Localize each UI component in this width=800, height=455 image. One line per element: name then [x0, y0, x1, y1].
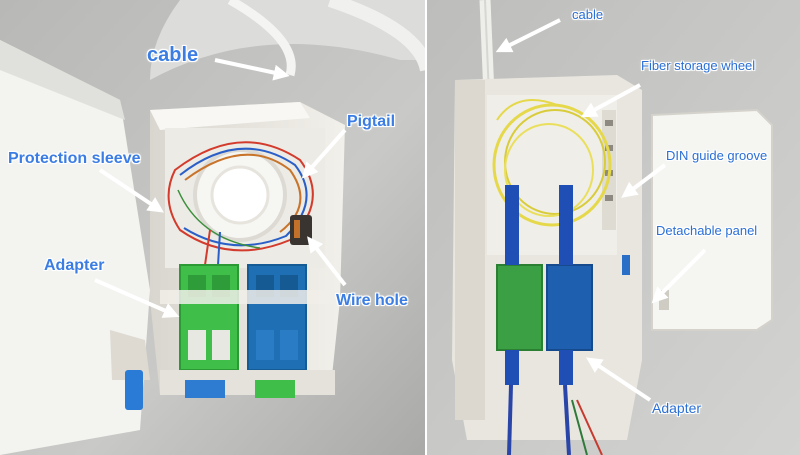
label-detachable-panel: Detachable panel [656, 223, 758, 238]
label-fiber-storage-wheel: Fiber storage wheel [641, 58, 756, 73]
label-cable-left: cable [147, 44, 199, 66]
label-pigtail: Pigtail [347, 113, 396, 130]
label-cable-right: cable [572, 7, 604, 22]
label-protection-sleeve: Protection sleeve [8, 150, 141, 167]
left-photo-top-view [0, 0, 427, 455]
left-photo-drawing [0, 0, 427, 455]
label-wire-hole: Wire hole [336, 292, 408, 309]
label-adapter-right: Adapter [652, 400, 702, 416]
label-din-guide-groove: DIN guide groove [666, 148, 768, 163]
label-adapter-left: Adapter [44, 257, 105, 274]
